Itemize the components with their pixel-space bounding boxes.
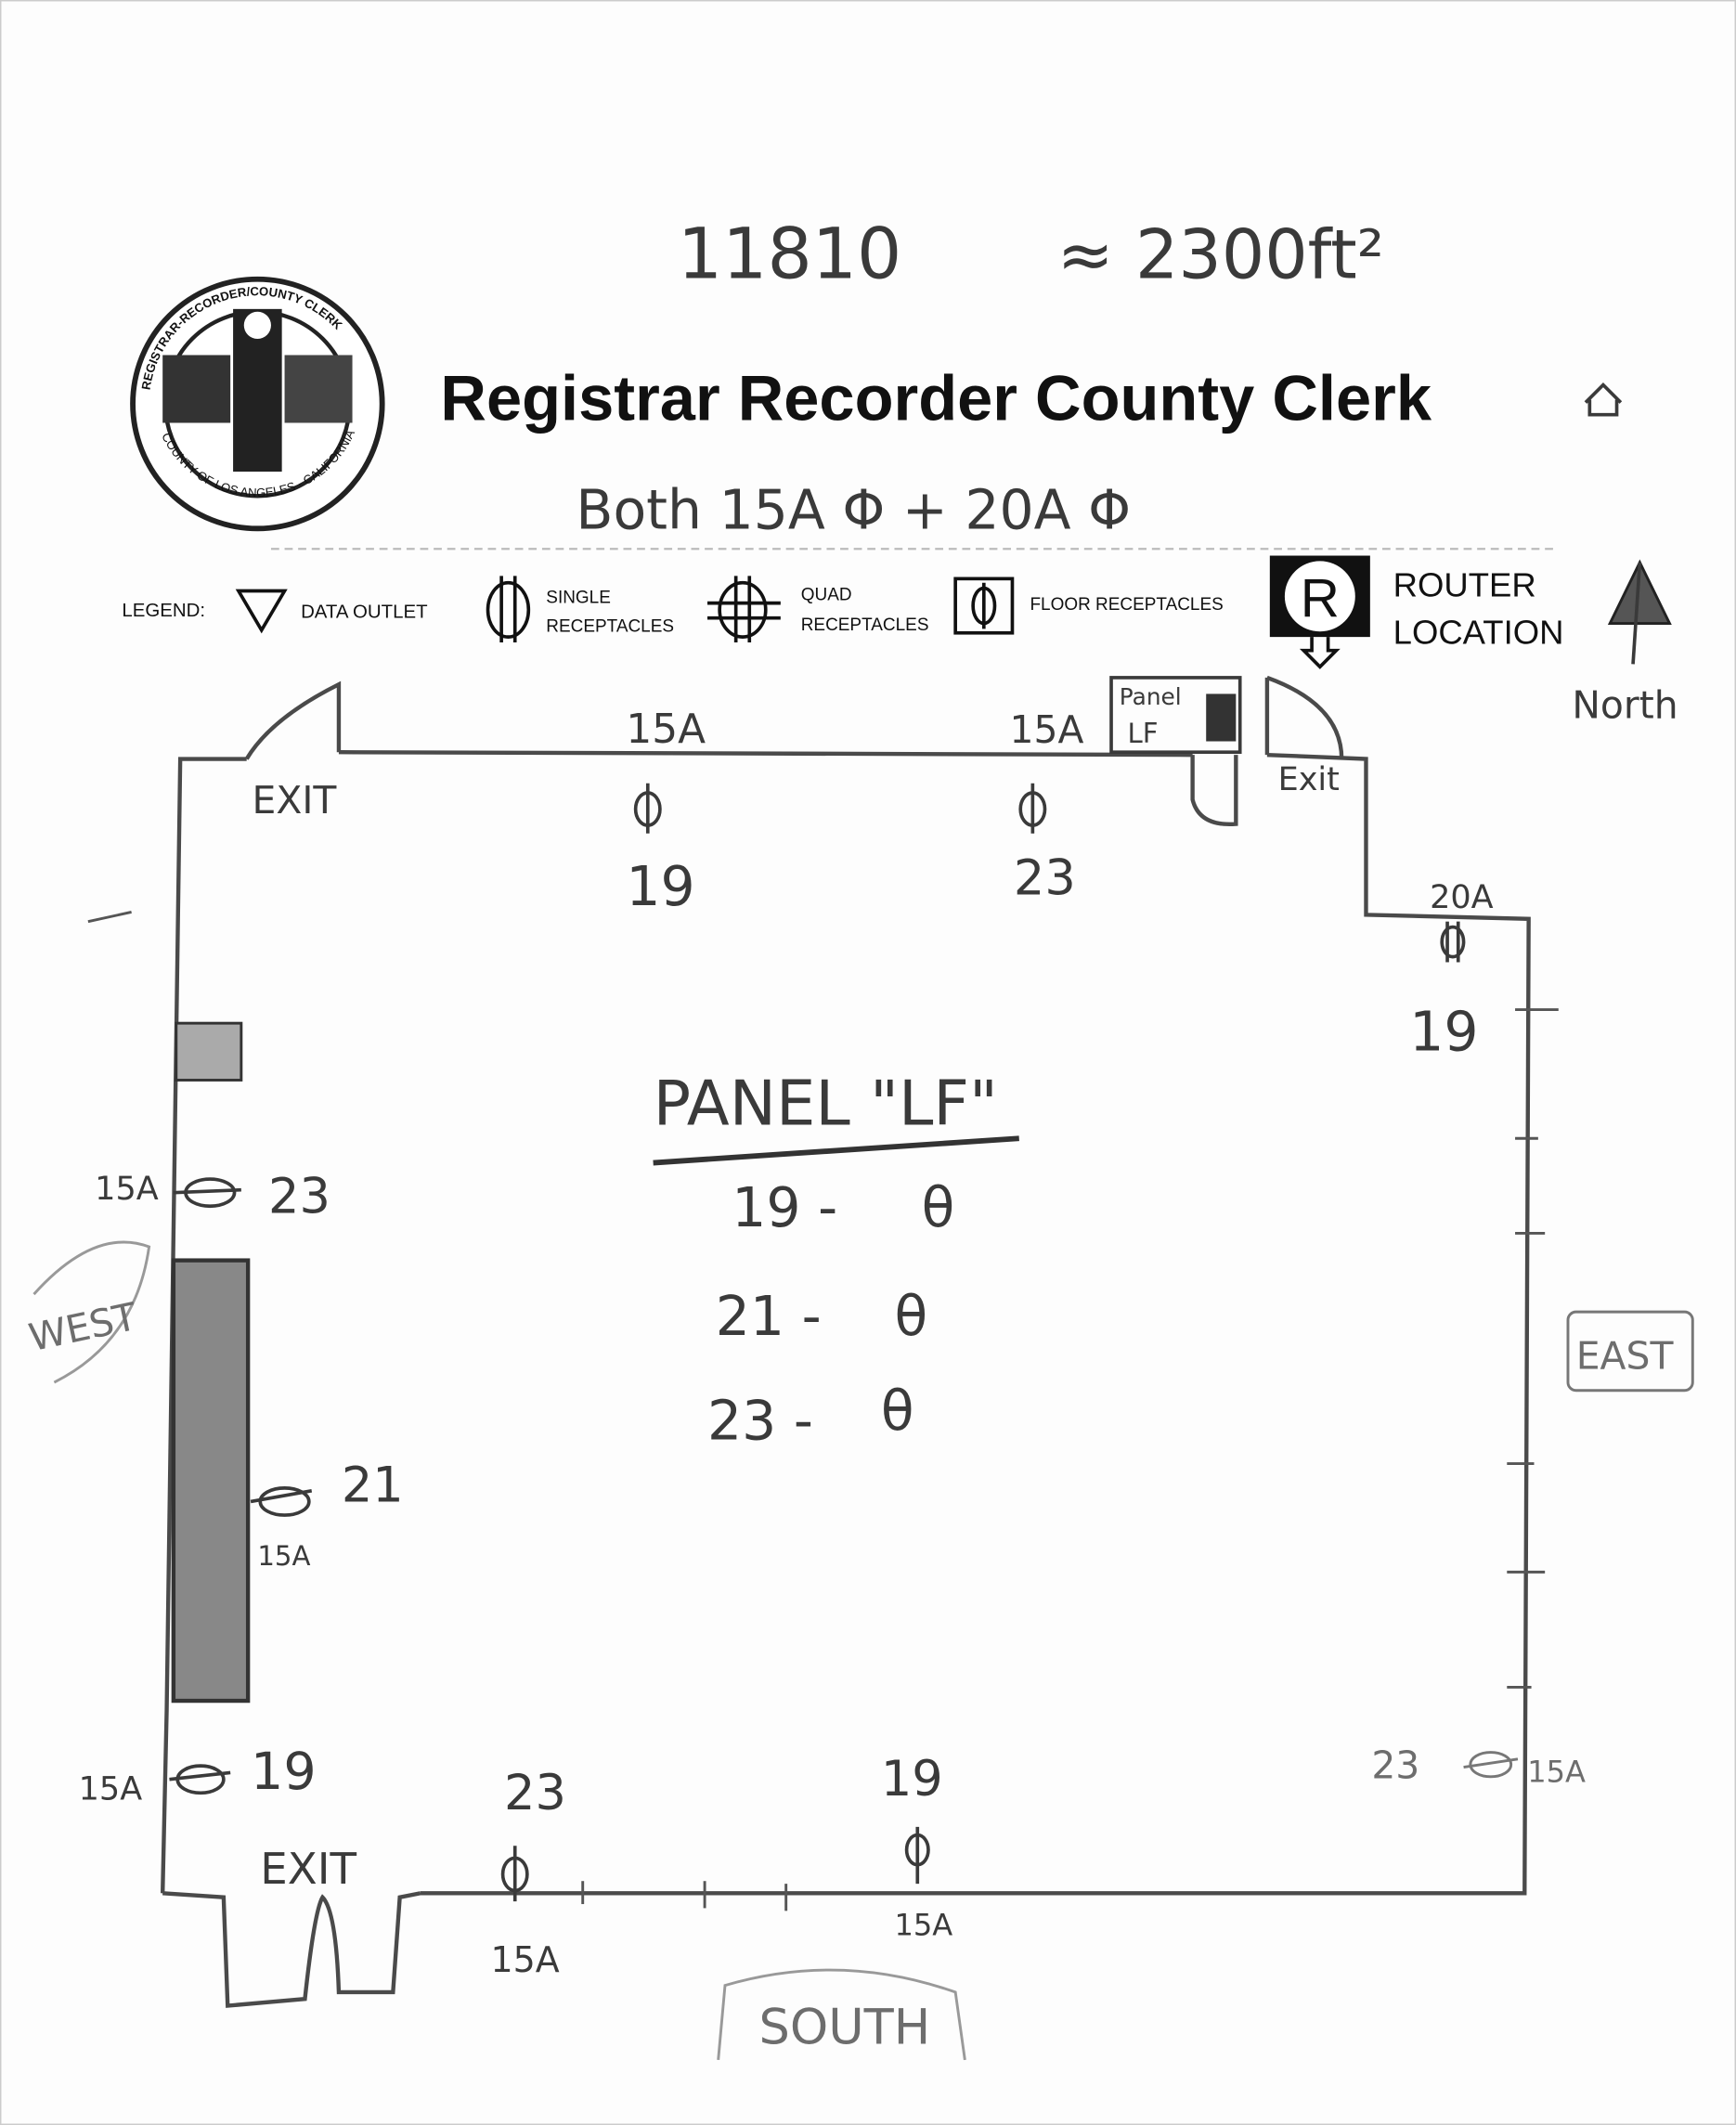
svg-text:15A: 15A <box>79 1770 143 1808</box>
outlet-top-left: 15A 19 <box>626 706 706 918</box>
exit-label-northeast: Exit <box>1278 760 1340 798</box>
home-icon <box>1584 382 1623 417</box>
legend: LEGEND: DATA OUTLET SINGLE RECEPTACLES Q… <box>122 555 1678 728</box>
svg-text:15A: 15A <box>1010 707 1084 752</box>
svg-text:19: 19 <box>626 855 694 918</box>
power-note: Both 15A Φ + 20A Φ <box>576 478 1131 541</box>
wall-ticks <box>87 911 1559 1911</box>
outlet-south-left: 23 15A <box>490 1765 565 1980</box>
west-wall-fixture <box>171 1258 251 1704</box>
svg-text:23: 23 <box>1371 1743 1419 1787</box>
south-label: SOUTH <box>717 1968 966 2061</box>
room-walls <box>160 675 1531 2008</box>
svg-text:23: 23 <box>1014 849 1076 906</box>
svg-text:19: 19 <box>251 1743 317 1802</box>
outlet-west-mid: 21 15A <box>250 1457 404 1572</box>
legend-router-label-1: ROUTER <box>1393 565 1536 603</box>
electrical-panel-lf: Panel LF <box>1109 676 1242 755</box>
svg-text:15A: 15A <box>257 1540 310 1572</box>
router-symbol: R <box>1301 568 1340 628</box>
north-arrow-icon <box>1607 559 1672 665</box>
svg-text:23: 23 <box>504 1765 566 1821</box>
panel-row-circuit: 19 - <box>732 1176 837 1239</box>
outlet-east-bottom: 23 15A <box>1371 1743 1586 1789</box>
panel-schedule: PANEL "LF" 19 - θ 21 - θ 23 - θ <box>653 1068 1019 1452</box>
outlet-west-bottom: 15A 19 <box>79 1743 317 1808</box>
north-label: North <box>1572 683 1678 728</box>
panel-schedule-title: PANEL "LF" <box>654 1068 998 1140</box>
svg-text:SOUTH: SOUTH <box>758 1999 930 2055</box>
svg-text:15A: 15A <box>1527 1755 1586 1790</box>
legend-label: LEGEND: <box>122 601 205 621</box>
panel-row-symbol: θ <box>881 1380 914 1443</box>
outlet-east-top: 20A 19 <box>1409 878 1493 1063</box>
page-title: Registrar Recorder County Clerk <box>440 363 1432 434</box>
west-wall-box <box>175 1021 243 1082</box>
svg-text:15A: 15A <box>490 1939 559 1980</box>
panel-row-symbol: θ <box>922 1176 955 1239</box>
data-outlet-triangle-icon <box>235 589 288 634</box>
svg-text:19: 19 <box>1409 1000 1478 1063</box>
svg-text:EAST: EAST <box>1576 1333 1675 1378</box>
floor-receptacle-icon <box>953 577 1015 635</box>
outlet-south-mid: 19 15A <box>881 1751 952 1942</box>
legend-router-label-2: LOCATION <box>1393 613 1564 651</box>
router-icon: R <box>1269 555 1370 669</box>
outlet-top-right: 15A 23 <box>1010 707 1084 906</box>
exit-label-southwest: EXIT <box>260 1845 356 1895</box>
county-seal-logo: REGISTRAR-RECORDER/COUNTY CLERK COUNTY O… <box>130 276 385 532</box>
svg-text:20A: 20A <box>1430 878 1494 916</box>
svg-text:15A: 15A <box>626 706 706 753</box>
svg-text:21: 21 <box>342 1457 404 1513</box>
legend-single-label-2: RECEPTACLES <box>546 616 674 636</box>
panel-row-circuit: 23 - <box>707 1389 813 1452</box>
svg-text:23: 23 <box>268 1169 330 1225</box>
exit-label-northwest: EXIT <box>253 778 338 823</box>
panel-row-circuit: 21 - <box>716 1285 822 1348</box>
outlet-west-top: 15A 23 <box>95 1169 330 1225</box>
svg-text:15A: 15A <box>894 1908 952 1943</box>
area-note: ≈ 2300ft² <box>1057 215 1384 294</box>
legend-single-label-1: SINGLE <box>546 589 611 608</box>
address-number: 11810 <box>678 213 901 294</box>
panel-box-label-1: Panel <box>1120 683 1182 710</box>
svg-text:15A: 15A <box>95 1170 159 1208</box>
legend-quad-label-2: RECEPTACLES <box>801 615 929 635</box>
panel-box-label-2: LF <box>1128 718 1159 749</box>
legend-quad-label-1: QUAD <box>801 586 852 605</box>
legend-data-outlet-label: DATA OUTLET <box>301 603 428 623</box>
east-label: EAST <box>1566 1310 1694 1393</box>
panel-row-symbol: θ <box>894 1285 927 1348</box>
quad-receptacle-icon <box>707 576 781 642</box>
legend-floor-label: FLOOR RECEPTACLES <box>1030 595 1223 615</box>
single-receptacle-icon <box>486 576 531 642</box>
svg-text:19: 19 <box>881 1751 943 1808</box>
